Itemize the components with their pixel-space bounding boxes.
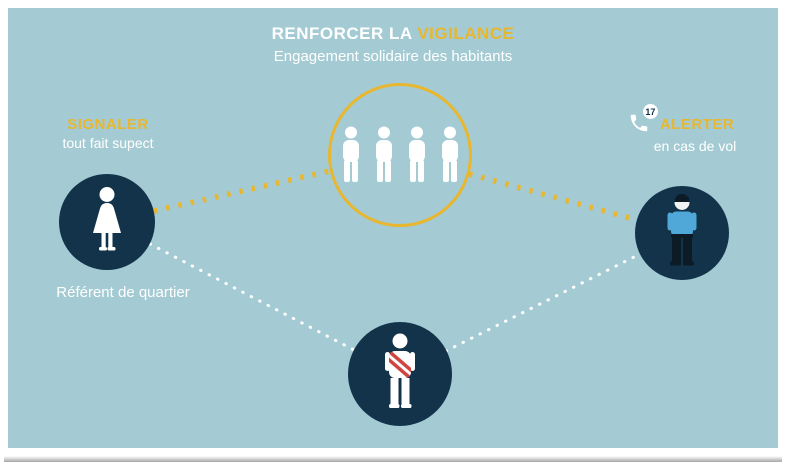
signaler-sublabel: tout fait supect xyxy=(62,135,154,151)
tricolor-sash xyxy=(389,351,411,378)
signaler-label-group: SIGNALER tout fait supect xyxy=(18,116,198,151)
mayor-sash-icon xyxy=(385,333,415,408)
page-title: RENFORCER LA VIGILANCE xyxy=(8,24,778,44)
title-gold-part: VIGILANCE xyxy=(417,24,515,43)
white-dotted-line-right xyxy=(444,252,642,353)
alerter-row: 17 ALERTER xyxy=(586,104,776,136)
alerter-label: ALERTER xyxy=(659,115,735,133)
police-circle xyxy=(635,186,729,280)
habitant-icon xyxy=(342,126,359,182)
police-officer-icon xyxy=(667,194,697,266)
habitant-icon xyxy=(375,126,392,182)
connector-lines xyxy=(148,168,642,353)
referent-caption: Référent de quartier xyxy=(56,284,190,301)
habitant-icon xyxy=(441,126,458,182)
gold-dotted-line-right xyxy=(468,171,638,223)
phone-handset-icon: 17 xyxy=(628,104,658,136)
signaler-label: SIGNALER xyxy=(67,116,149,133)
infographic-canvas: RENFORCER LA VIGILANCE Engagement solida… xyxy=(8,8,778,448)
page-subtitle: Engagement solidaire des habitants xyxy=(273,48,513,65)
gold-dotted-line-left xyxy=(153,168,331,214)
alerter-sublabel: en cas de vol xyxy=(653,138,737,154)
emergency-number-badge: 17 xyxy=(642,104,658,119)
mayor-circle xyxy=(348,322,452,426)
habitants-circle xyxy=(328,83,472,227)
woman-icon xyxy=(93,187,121,251)
habitant-icon xyxy=(408,126,425,182)
title-white-part: RENFORCER LA xyxy=(271,24,413,43)
header: RENFORCER LA VIGILANCE Engagement solida… xyxy=(8,24,778,65)
phone-handset-glyph xyxy=(630,114,648,132)
alerter-label-group: 17 ALERTER en cas de vol xyxy=(586,104,776,154)
referent-circle xyxy=(59,174,155,270)
white-dotted-line-left xyxy=(148,242,356,352)
